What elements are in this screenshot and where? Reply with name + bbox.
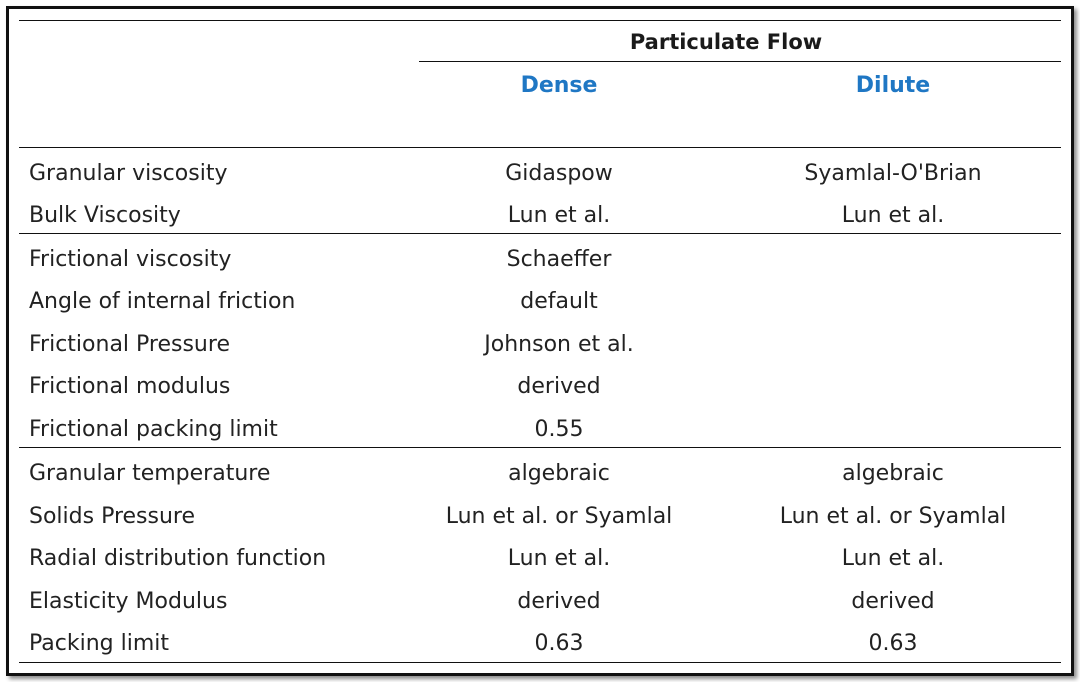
- cell-dense: Johnson et al.: [484, 332, 634, 357]
- row-label: Granular viscosity: [29, 161, 228, 186]
- cell-dense: Schaeffer: [506, 247, 612, 272]
- bottom-rule: [19, 662, 1061, 663]
- cell-dense: Lun et al.: [507, 546, 611, 571]
- group-header-rule: [419, 61, 1061, 62]
- cell-dense: 0.55: [534, 417, 584, 442]
- cell-dense: Lun et al. or Syamlal: [445, 504, 673, 529]
- row-label: Frictional viscosity: [29, 247, 232, 272]
- cell-dilute: Lun et al. or Syamlal: [779, 504, 1007, 529]
- cell-dilute: 0.63: [868, 631, 918, 656]
- row-label: Granular temperature: [29, 461, 271, 486]
- row-label: Bulk Viscosity: [29, 203, 181, 228]
- column-header-dilute: Dilute: [855, 73, 931, 98]
- row-label: Packing limit: [29, 631, 170, 656]
- cell-dilute: Lun et al.: [841, 203, 945, 228]
- row-label: Radial distribution function: [29, 546, 327, 571]
- column-header-dense: Dense: [520, 73, 598, 98]
- cell-dilute: algebraic: [842, 461, 944, 486]
- row-label: Elasticity Modulus: [29, 589, 228, 614]
- cell-dense: derived: [517, 589, 601, 614]
- row-label: Angle of internal friction: [29, 289, 296, 314]
- cell-dilute: derived: [851, 589, 935, 614]
- section-rule-2: [19, 447, 1061, 448]
- header-bottom-rule: [19, 147, 1061, 148]
- cell-dense: default: [520, 289, 598, 314]
- row-label: Frictional Pressure: [29, 332, 230, 357]
- row-label: Frictional packing limit: [29, 417, 278, 442]
- table-frame: Particulate Flow Dense Dilute Granular v…: [6, 6, 1074, 676]
- section-rule-1: [19, 233, 1061, 234]
- row-label: Solids Pressure: [29, 504, 196, 529]
- cell-dilute: Lun et al.: [841, 546, 945, 571]
- cell-dense: derived: [517, 374, 601, 399]
- row-label: Frictional modulus: [29, 374, 231, 399]
- top-rule: [19, 20, 1061, 21]
- group-header-particulate-flow: Particulate Flow: [629, 30, 823, 54]
- cell-dense: Gidaspow: [505, 161, 613, 186]
- cell-dilute: Syamlal-O'Brian: [804, 161, 982, 186]
- cell-dense: 0.63: [534, 631, 584, 656]
- cell-dense: Lun et al.: [507, 203, 611, 228]
- cell-dense: algebraic: [508, 461, 610, 486]
